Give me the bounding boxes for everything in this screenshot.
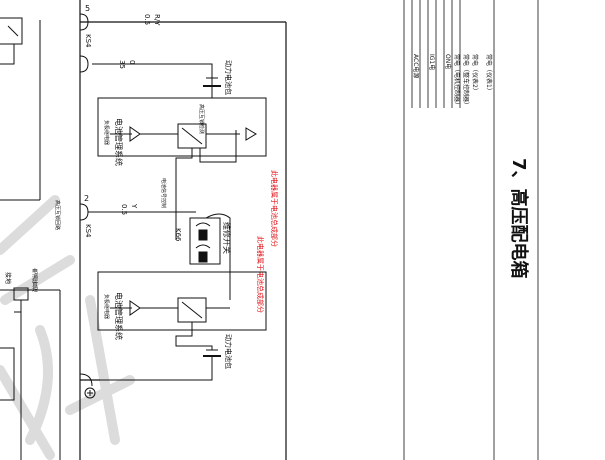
upper-ground-wire: 0	[128, 60, 136, 64]
left-ground-label: 接地	[4, 272, 12, 284]
legend-row: ON电	[444, 54, 452, 69]
connector-top-wire: R/Y	[153, 14, 161, 26]
upper-module	[97, 97, 267, 240]
connector-top	[79, 13, 213, 86]
upper-red-note: 此电器属于电池总成部分	[270, 170, 279, 247]
section-title: 7、高压配电箱	[508, 158, 530, 279]
connector-mid	[79, 203, 196, 221]
upper-relay-side: 负极继电器	[103, 120, 110, 145]
upper-sensor-label: 高压互锁检测	[198, 104, 205, 134]
upper-red-note-2: 此电器属于电池总成部分	[256, 236, 265, 313]
legend-row: 常电（仪表2）	[471, 54, 479, 94]
ground-icon	[79, 373, 96, 399]
connector-top-pin: 5	[85, 4, 90, 13]
legend-rows: 常电（仪表1） 常电（仪表2） 常电（整车控制器） 常电（电机控制器） ON电 …	[412, 54, 493, 108]
switch-signal: 电池信号控制	[160, 178, 167, 208]
upper-battery-symbol	[203, 77, 221, 98]
switch-label: 维修开关	[222, 222, 232, 254]
upper-relay-label: 电池管理系统	[114, 118, 124, 166]
connector-mid-gauge: 0.5	[120, 204, 128, 215]
lower-module	[97, 271, 267, 381]
switch-code: K66	[174, 228, 182, 242]
legend-row: 常电（电机控制器）	[453, 54, 461, 108]
left-fragment-label: 电源管理	[31, 267, 38, 292]
connector-mid-note: 高压互锁回路	[54, 200, 61, 230]
connector-mid-wire: Y	[130, 203, 138, 209]
legend-row: IG1电	[428, 54, 436, 70]
upper-battery-label: 动力电池包	[224, 60, 233, 95]
left-fragment	[0, 17, 61, 460]
connector-top-code: KS4	[84, 34, 92, 48]
lower-battery-label: 动力电池包	[224, 334, 233, 369]
legend-row: ACC电源	[412, 54, 420, 78]
connector-top-gauge: 0.5	[143, 14, 151, 25]
lower-relay-label: 电池管理系统	[114, 292, 124, 340]
legend-row: 常电（仪表1）	[485, 54, 493, 94]
legend-row: 常电（整车控制器）	[462, 54, 470, 108]
connector-mid-pin: 2	[84, 194, 89, 203]
legend-table	[403, 0, 539, 460]
lower-relay-side: 负极继电器	[103, 294, 110, 319]
watermark	[0, 195, 135, 460]
connector-mid-code: KS4	[84, 224, 92, 238]
service-switch	[189, 213, 231, 300]
bus-lines	[79, 0, 287, 460]
upper-ground-gauge: 35	[118, 60, 126, 69]
